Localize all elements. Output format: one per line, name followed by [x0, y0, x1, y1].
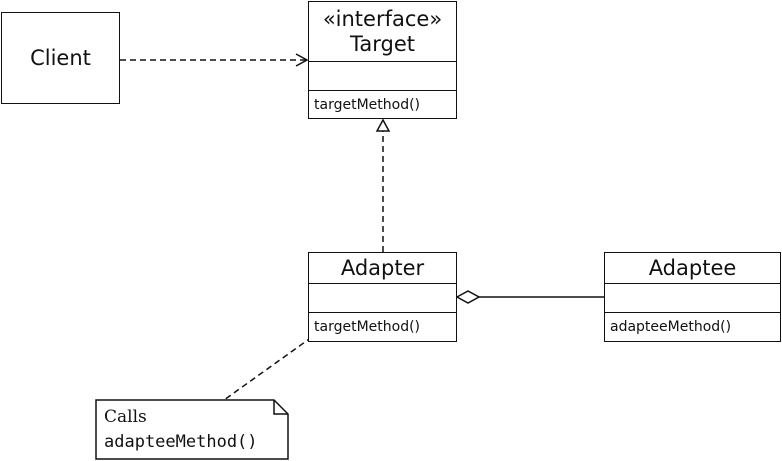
adapter-method: targetMethod(): [314, 319, 420, 335]
target-name: Target: [350, 31, 415, 56]
target-stereotype: «interface»: [322, 7, 443, 32]
note-shape: [95, 399, 289, 460]
adaptee-attributes: [605, 284, 780, 313]
client-label: Client: [30, 45, 91, 70]
adaptee-method: adapteeMethod(): [610, 319, 732, 335]
aggregation-diamond: [455, 290, 481, 304]
open-arrowhead: [295, 53, 309, 67]
adapter-class: Adapter targetMethod(): [308, 252, 457, 342]
target-class: «interface» Target targetMethod(): [308, 1, 457, 119]
adaptee-class: Adaptee adapteeMethod(): [604, 252, 781, 342]
target-method: targetMethod(): [314, 96, 420, 113]
client-box: Client: [1, 12, 120, 104]
target-attributes: [309, 62, 456, 91]
note-fold: [273, 400, 288, 415]
adapter-name: Adapter: [309, 253, 456, 284]
note-line1: Calls: [104, 407, 147, 427]
adaptee-name: Adaptee: [605, 253, 780, 284]
adapter-attributes: [309, 284, 456, 313]
hollow-triangle-arrowhead: [375, 118, 391, 132]
note-line2: adapteeMethod(): [104, 432, 258, 452]
target-header: «interface» Target: [309, 2, 456, 62]
note-anchor-line: [223, 336, 313, 401]
